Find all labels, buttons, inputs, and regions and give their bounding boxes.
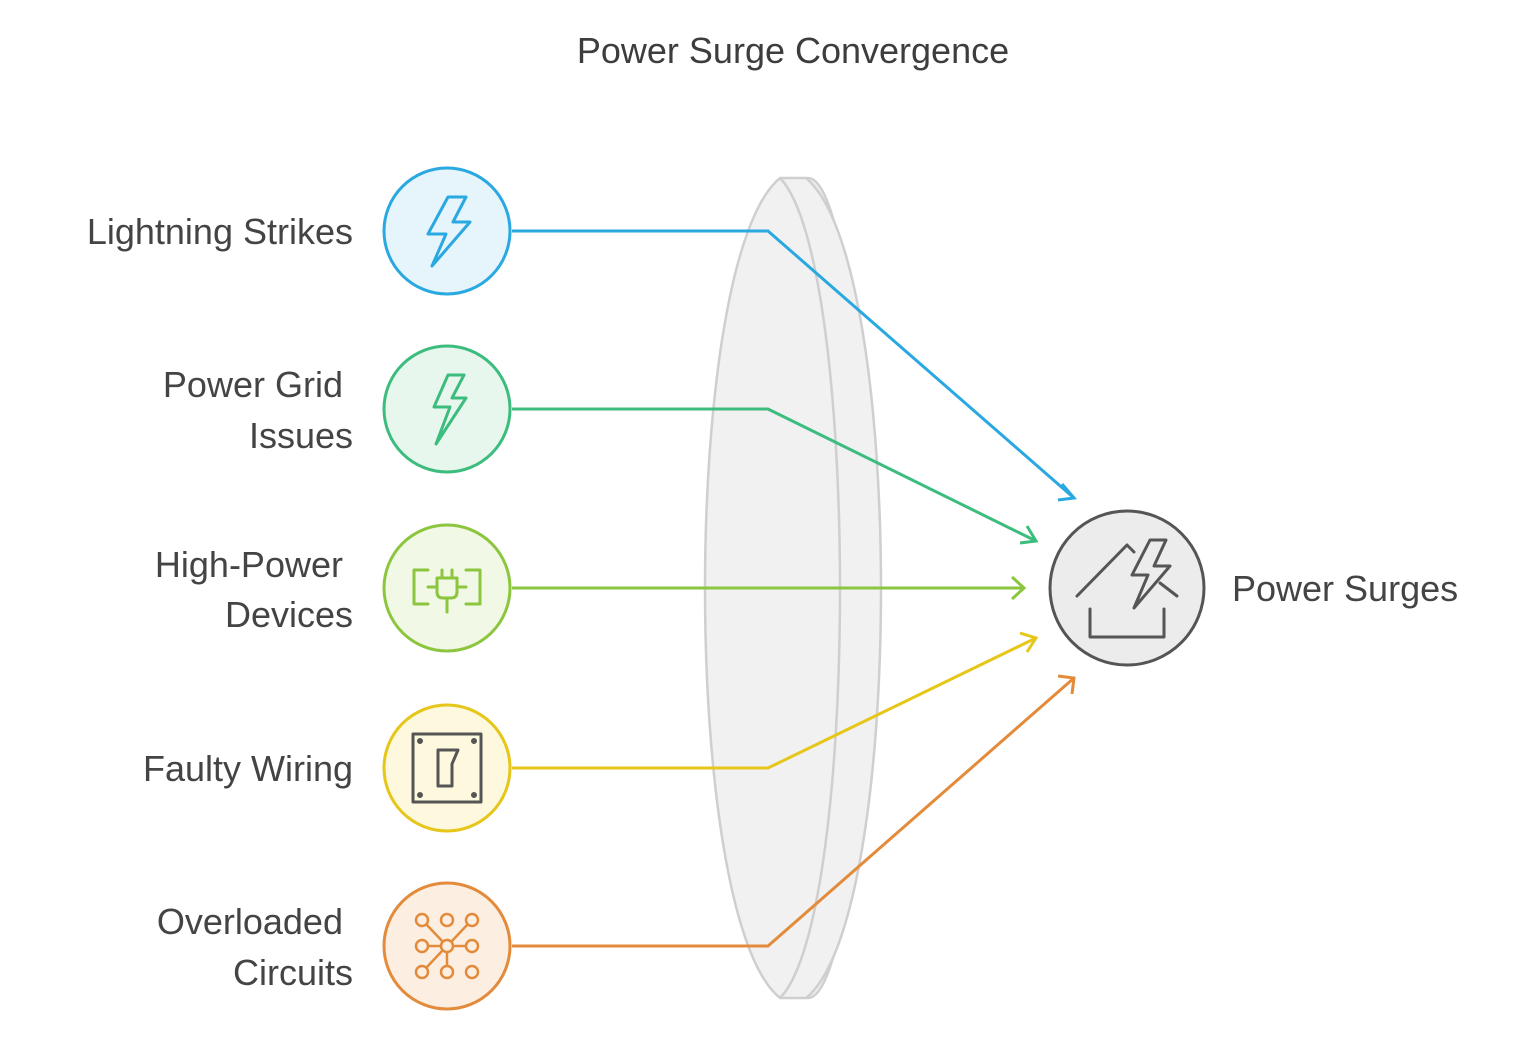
cause-node-overloaded-circuits: Overloaded Circuits	[157, 881, 512, 1011]
circuit-nodes-icon	[414, 912, 480, 980]
cause-label: Lightning Strikes	[87, 211, 353, 252]
cause-label: High-Power Devices	[155, 544, 353, 635]
diagram-title: Power Surge Convergence	[577, 30, 1009, 71]
cause-label: Power Grid Issues	[163, 364, 353, 456]
connector-overloaded-circuits	[512, 674, 1076, 948]
switch-panel-icon	[411, 732, 483, 804]
cause-label: Overloaded Circuits	[157, 901, 353, 993]
cause-label: Faulty Wiring	[143, 748, 353, 789]
power-grid-bolt-icon	[432, 373, 468, 446]
connector-power-grid-issues	[512, 407, 1039, 545]
lightning-bolt-icon	[426, 195, 472, 268]
cause-node-faulty-wiring: Faulty Wiring	[143, 703, 512, 833]
cause-node-lightning-strikes: Lightning Strikes	[87, 166, 512, 296]
plug-connector-icon	[412, 568, 482, 614]
connector-faulty-wiring	[512, 631, 1039, 770]
cause-node-power-grid-issues: Power Grid Issues	[163, 344, 512, 474]
cause-node-high-power-devices: High-Power Devices	[155, 523, 512, 653]
result-node-power-surges: Power Surges	[1048, 509, 1458, 667]
connector-lightning-strikes	[512, 229, 1077, 502]
house-lightning-icon	[1075, 538, 1179, 639]
result-label: Power Surges	[1232, 568, 1458, 609]
connector-high-power-devices	[512, 575, 1027, 601]
